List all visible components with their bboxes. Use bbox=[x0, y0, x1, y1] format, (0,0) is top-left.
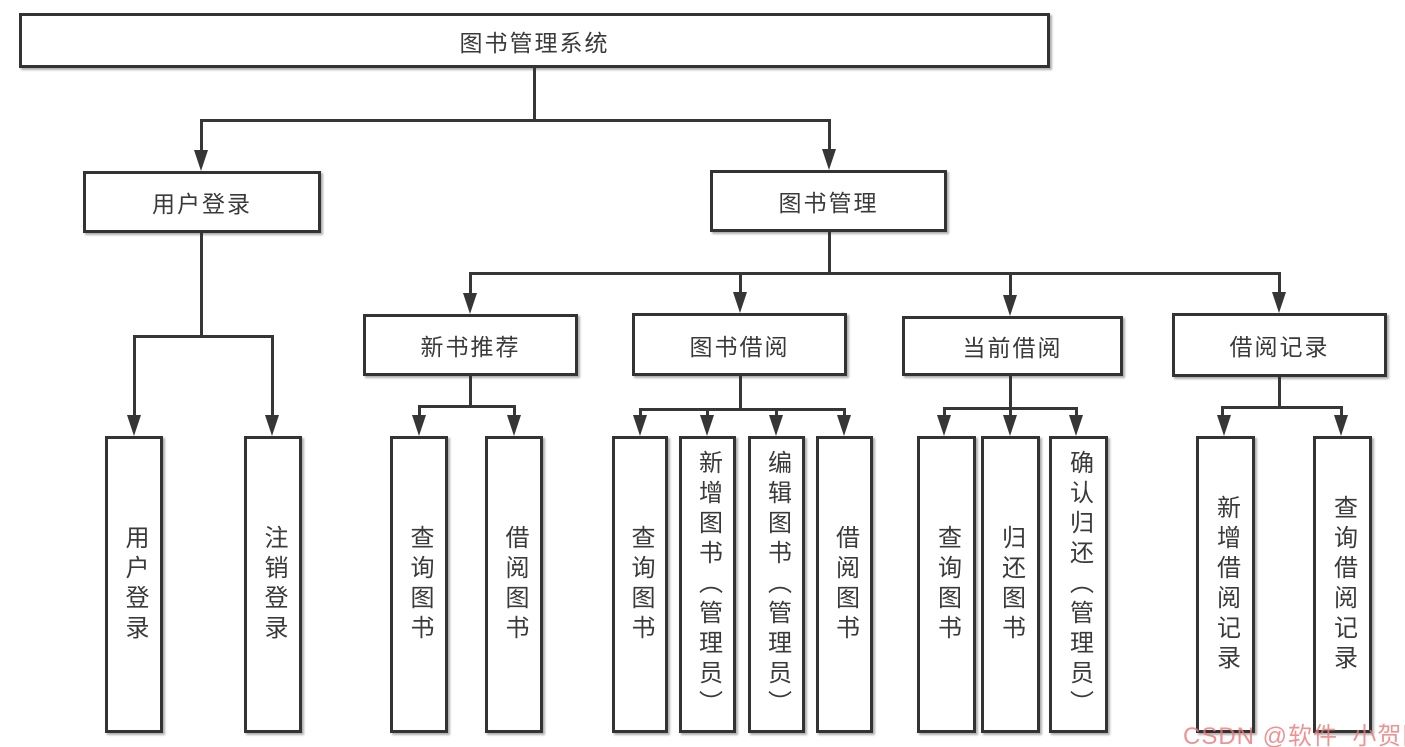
leaf-add-books-admin: 新增图书（管理员） bbox=[679, 436, 736, 733]
connector bbox=[775, 408, 778, 417]
connector bbox=[739, 376, 742, 410]
connector bbox=[1009, 407, 1012, 417]
connector bbox=[1221, 406, 1224, 416]
connector bbox=[513, 405, 516, 416]
leaf-label: 编辑图书（管理员） bbox=[763, 449, 791, 720]
leaf-label: 新增借阅记录 bbox=[1212, 494, 1240, 675]
arrowhead bbox=[1334, 415, 1348, 436]
connector bbox=[1278, 272, 1281, 294]
arrowhead bbox=[127, 415, 141, 436]
leaf-label: 查询借阅记录 bbox=[1329, 494, 1357, 675]
node-book-borrowing: 图书借阅 bbox=[632, 313, 847, 376]
arrowhead bbox=[265, 415, 279, 436]
connector bbox=[133, 335, 274, 338]
leaf-label: 新增图书（管理员） bbox=[694, 449, 722, 720]
connector bbox=[418, 405, 421, 416]
connector bbox=[639, 408, 642, 417]
connector bbox=[739, 272, 742, 294]
connector bbox=[469, 376, 472, 407]
leaf-add-borrow-record: 新增借阅记录 bbox=[1196, 436, 1255, 733]
arrowhead bbox=[633, 415, 647, 436]
leaf-label: 确认归还（管理员） bbox=[1065, 449, 1093, 720]
leaf-borrow-books: 借阅图书 bbox=[816, 436, 873, 733]
arrowhead bbox=[1217, 415, 1231, 436]
connector bbox=[469, 272, 1280, 275]
arrowhead bbox=[937, 415, 951, 436]
connector bbox=[1340, 406, 1343, 416]
arrowhead bbox=[733, 292, 747, 313]
arrowhead bbox=[1003, 415, 1017, 436]
leaf-user-login: 用户登录 bbox=[105, 436, 163, 733]
leaf-label: 查询图书 bbox=[627, 524, 654, 645]
leaf-label: 借阅图书 bbox=[501, 524, 528, 645]
leaf-label: 查询图书 bbox=[406, 524, 433, 645]
arrowhead bbox=[507, 415, 521, 436]
node-user-login: 用户登录 bbox=[83, 171, 321, 233]
arrowhead bbox=[822, 149, 836, 170]
csdn-watermark: CSDN @软件_小贺同学 bbox=[1183, 723, 1405, 747]
leaf-logout: 注销登录 bbox=[244, 436, 302, 733]
arrowhead bbox=[1069, 415, 1083, 436]
connector bbox=[943, 407, 946, 417]
connector bbox=[133, 335, 136, 416]
leaf-label: 查询图书 bbox=[933, 524, 961, 645]
connector bbox=[828, 232, 831, 274]
connector bbox=[1221, 406, 1343, 409]
connector bbox=[1075, 407, 1078, 417]
connector bbox=[1278, 377, 1281, 408]
leaf-label: 注销登录 bbox=[260, 524, 287, 645]
node-book-management: 图书管理 bbox=[710, 170, 947, 232]
node-current-borrowing: 当前借阅 bbox=[902, 316, 1123, 376]
leaf-confirm-return-admin: 确认归还（管理员） bbox=[1049, 436, 1108, 733]
leaf-label: 借阅图书 bbox=[831, 524, 859, 645]
leaf-query-books-recommend: 查询图书 bbox=[390, 436, 448, 733]
connector bbox=[639, 408, 845, 411]
arrowhead bbox=[463, 293, 477, 314]
connector bbox=[200, 233, 203, 337]
leaf-label: 用户登录 bbox=[121, 524, 148, 645]
connector bbox=[200, 119, 831, 122]
arrowhead bbox=[194, 150, 208, 171]
connector bbox=[828, 119, 831, 151]
node-borrowing-records: 借阅记录 bbox=[1172, 313, 1387, 377]
connector bbox=[706, 408, 709, 417]
leaf-return-books: 归还图书 bbox=[981, 436, 1040, 733]
connector bbox=[843, 408, 846, 417]
connector bbox=[1009, 272, 1012, 296]
leaf-edit-books-admin: 编辑图书（管理员） bbox=[748, 436, 805, 733]
node-library-system: 图书管理系统 bbox=[19, 13, 1050, 68]
leaf-query-books-borrow: 查询图书 bbox=[612, 436, 668, 733]
connector bbox=[271, 335, 274, 416]
node-new-book-recommendation: 新书推荐 bbox=[363, 314, 578, 376]
arrowhead bbox=[769, 415, 783, 436]
connector bbox=[469, 272, 472, 294]
arrowhead bbox=[837, 415, 851, 436]
connector bbox=[533, 68, 536, 121]
connector bbox=[418, 405, 515, 408]
connector bbox=[200, 119, 203, 152]
connector bbox=[1009, 376, 1012, 409]
arrowhead bbox=[1272, 292, 1286, 313]
leaf-query-books-current: 查询图书 bbox=[917, 436, 976, 733]
arrowhead bbox=[412, 415, 426, 436]
arrowhead bbox=[700, 415, 714, 436]
arrowhead bbox=[1003, 295, 1017, 316]
leaf-borrow-books-recommend: 借阅图书 bbox=[485, 436, 543, 733]
leaf-query-borrow-record: 查询借阅记录 bbox=[1313, 436, 1372, 733]
leaf-label: 归还图书 bbox=[997, 524, 1025, 645]
